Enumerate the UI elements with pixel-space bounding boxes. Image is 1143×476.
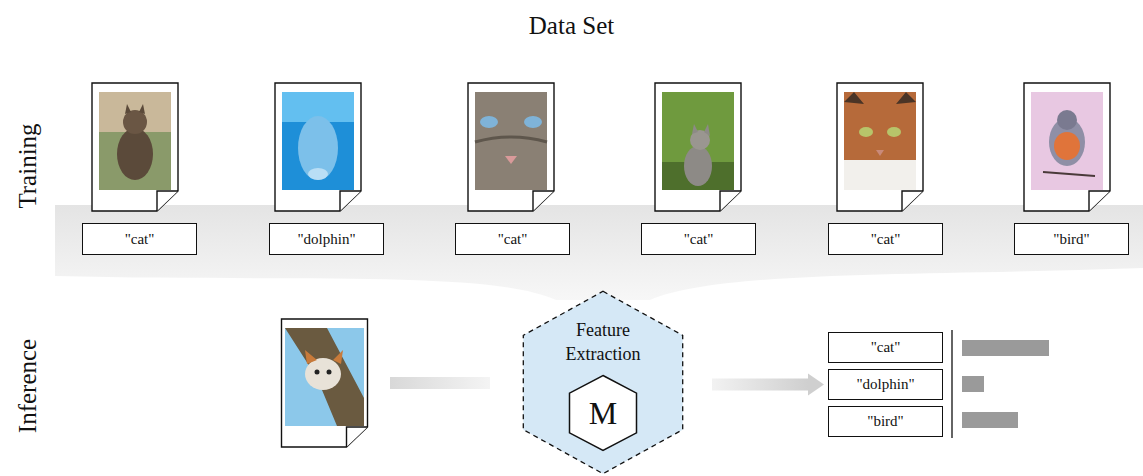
score-bar <box>962 412 1018 428</box>
document-icon <box>275 83 361 211</box>
model-hexagon: M <box>568 374 638 452</box>
class-label: "cat" <box>125 231 155 248</box>
label-box: "cat" <box>455 223 570 255</box>
label-box: "cat" <box>82 223 197 255</box>
feature-extraction-hexagon: Feature ExtractionM <box>522 290 684 475</box>
class-label: "dolphin" <box>297 231 355 248</box>
label-box: "cat" <box>828 223 943 255</box>
model-symbol: M <box>568 395 638 432</box>
label-box: "cat" <box>641 223 756 255</box>
document-icon <box>468 83 554 211</box>
document-icon <box>1024 83 1110 211</box>
arrow-shaft <box>712 379 808 391</box>
score-bar <box>962 376 984 392</box>
class-label: "cat" <box>684 231 714 248</box>
document-icon <box>837 83 923 211</box>
document-icon <box>282 319 368 447</box>
document-icon <box>655 83 741 211</box>
stage-label: Feature Extraction <box>522 318 684 366</box>
input-arrow <box>390 377 490 389</box>
label-box: "cat" <box>828 332 943 363</box>
label-box: "dolphin" <box>269 223 384 255</box>
class-label: "cat" <box>871 339 901 356</box>
hexagon-outline <box>523 291 682 473</box>
output-arrow <box>712 374 824 396</box>
training-band <box>55 205 1143 300</box>
class-label: "dolphin" <box>856 376 914 393</box>
class-label: "bird" <box>867 413 903 430</box>
diagram-title: Data Set <box>0 12 1143 40</box>
arrow-head <box>808 374 824 396</box>
document-icon <box>92 83 178 211</box>
label-box: "bird" <box>828 406 943 437</box>
label-box: "dolphin" <box>828 369 943 400</box>
class-label: "bird" <box>1053 231 1089 248</box>
class-label: "cat" <box>871 231 901 248</box>
row-label: Training <box>14 123 42 208</box>
score-bar <box>962 340 1049 356</box>
label-box: "bird" <box>1014 223 1129 255</box>
row-label: Inference <box>14 339 42 433</box>
score-axis <box>951 330 952 438</box>
class-label: "cat" <box>498 231 528 248</box>
